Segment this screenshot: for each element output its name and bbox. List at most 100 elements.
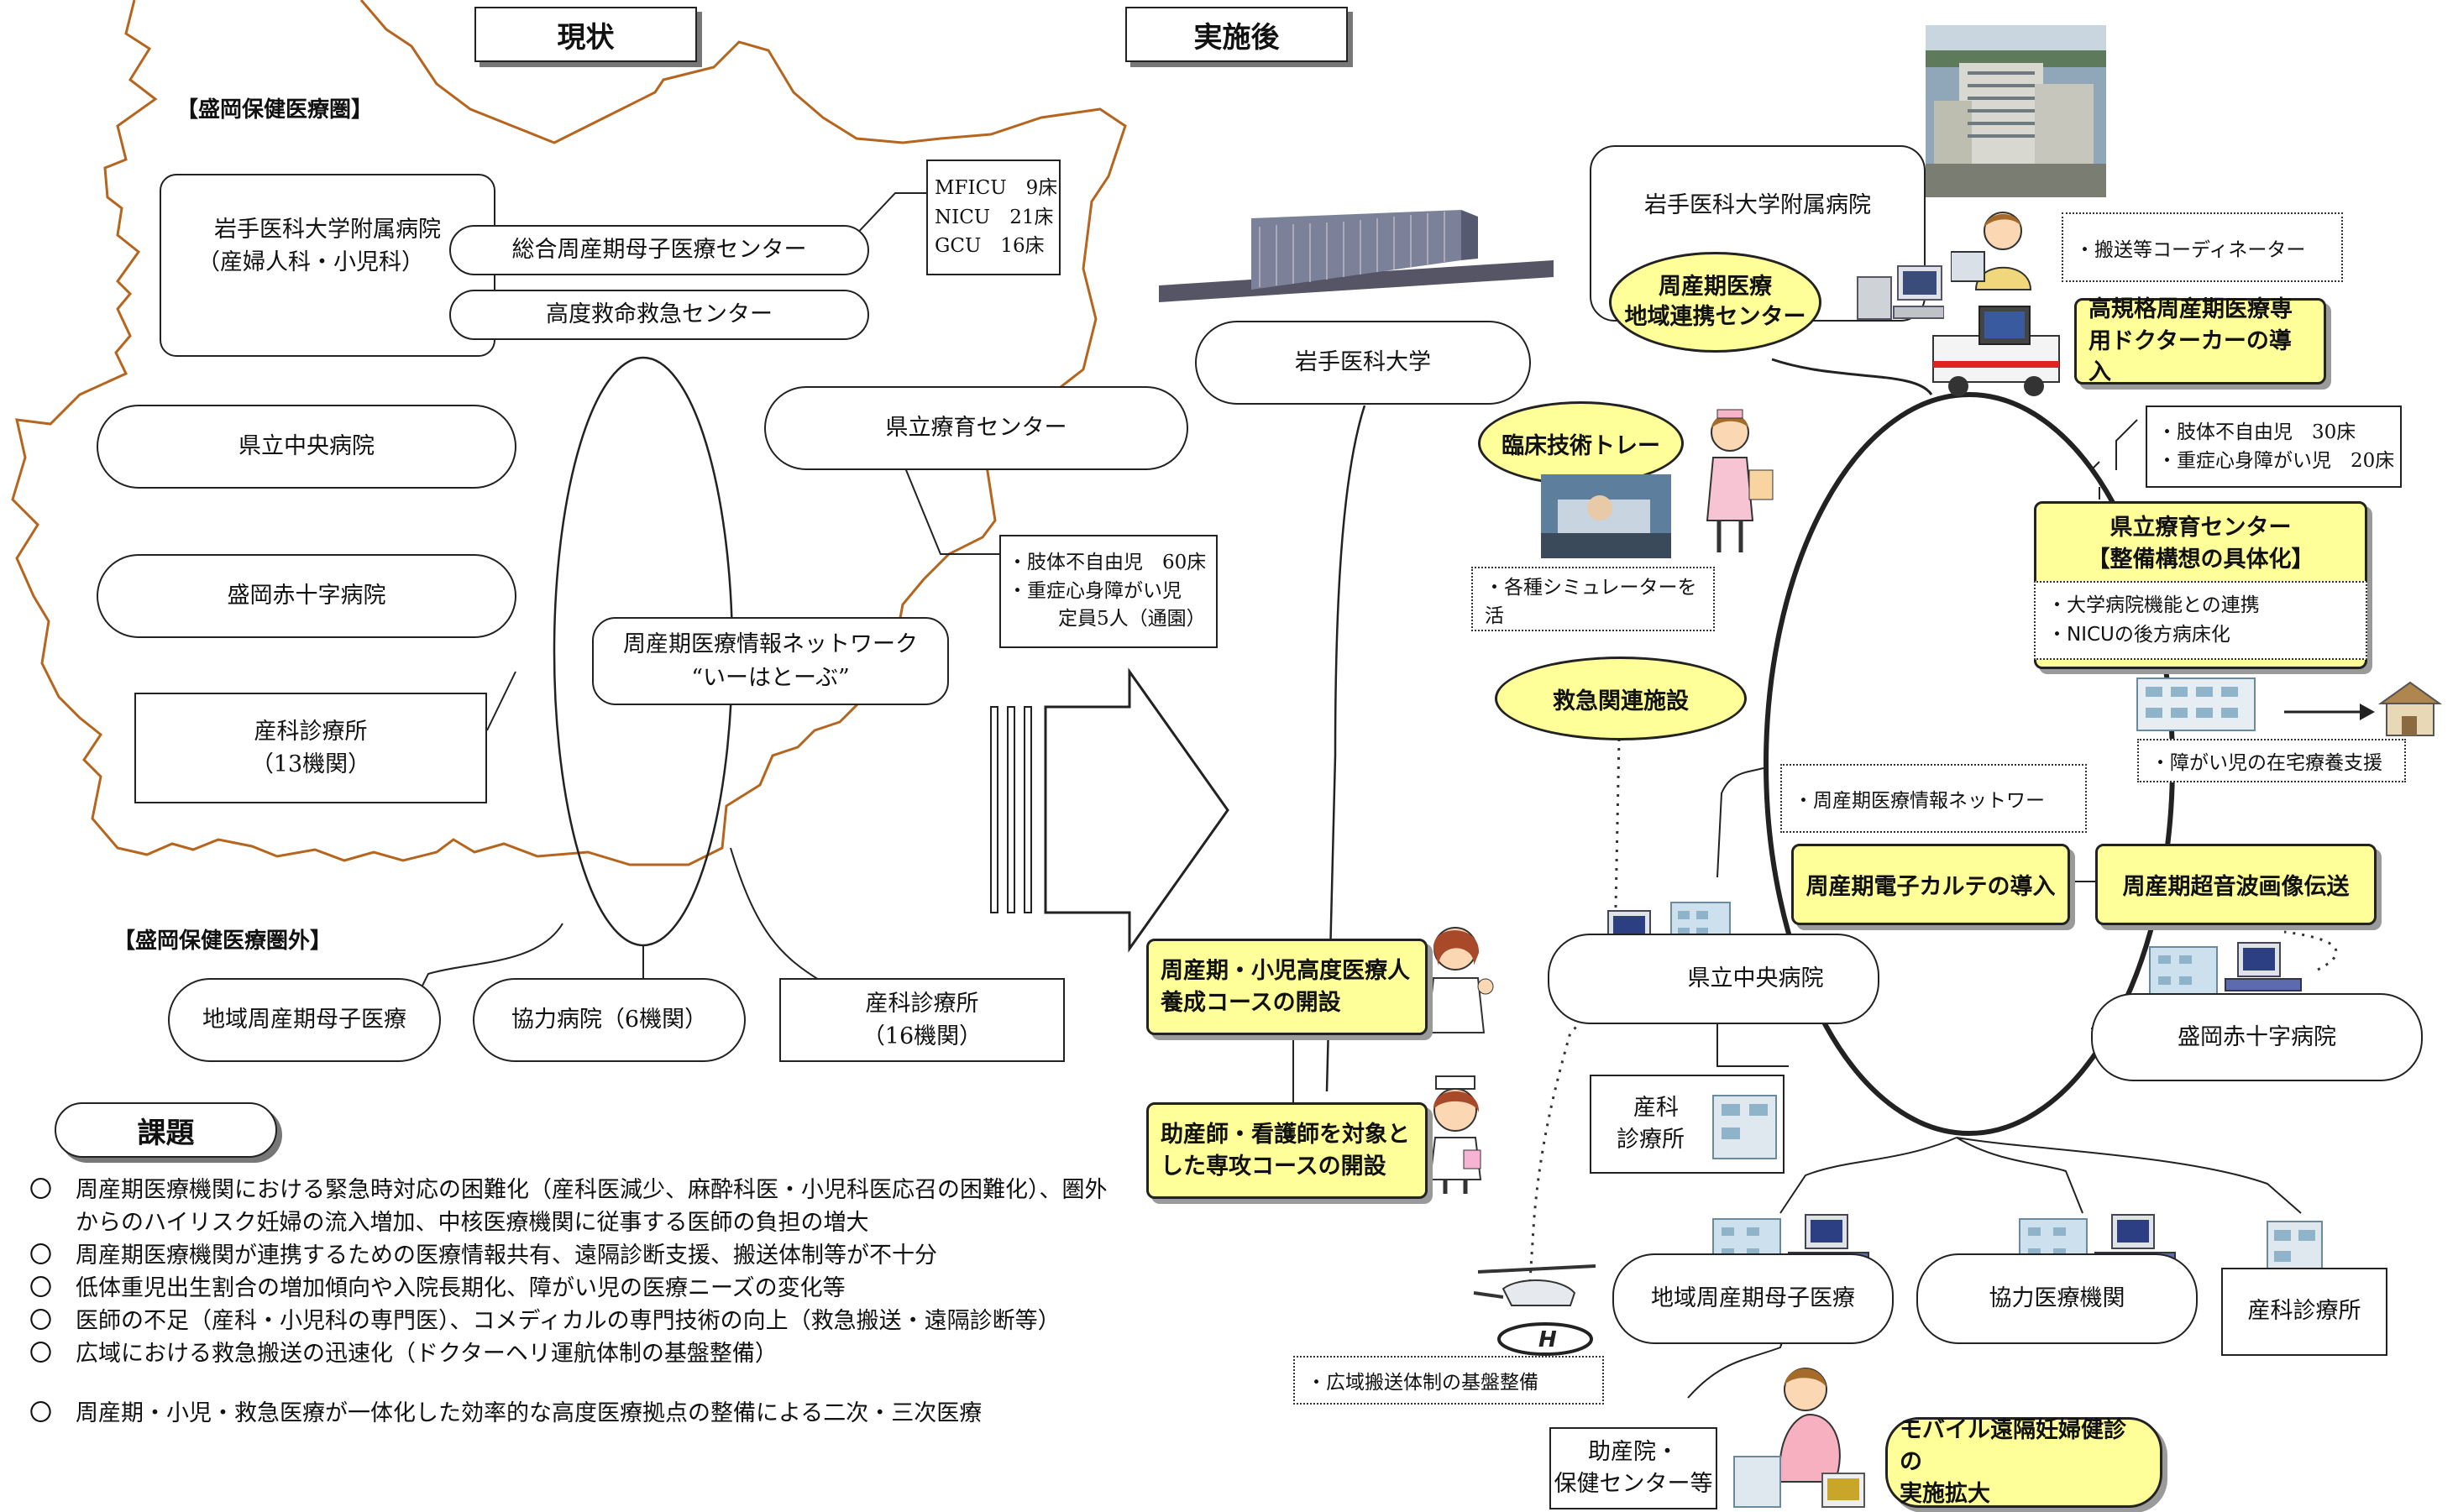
- issue-bullet: 〇: [29, 1275, 52, 1301]
- rehab-center-subtitle: 【整備構想の具体化】: [2087, 546, 2314, 573]
- issue-bullet: 〇: [29, 1341, 52, 1367]
- doctor-car-line1: 高規格周産期医療専: [2089, 296, 2293, 322]
- rehab-item-1: ・大学病院機能との連携: [2047, 594, 2260, 617]
- right-red-cross: 盛岡赤十字病院: [2091, 993, 2423, 1081]
- course2-line1: 助産師・看護師を対象と: [1161, 1121, 1410, 1148]
- right-simulator: ・各種シミュレーターを活: [1471, 567, 1715, 631]
- right-coop-institutions: 協力医療機関: [1916, 1253, 2198, 1344]
- right-rehab-center: 県立療育センター 【整備構想の具体化】 ・大学病院機能との連携 ・NICUの後方…: [2034, 501, 2367, 669]
- issue-bullet: 〇: [29, 1243, 52, 1269]
- university-building-image: [1159, 210, 1554, 302]
- issue-text: 周産期医療機関が連携するための医療情報共有、遠隔診断支援、搬送体制等が不十分: [76, 1243, 937, 1269]
- left-coop-hospitals: 協力病院（6機関）: [473, 978, 746, 1062]
- transition-arrow: [1044, 667, 1229, 953]
- right-liaison-center: 周産期医療 地域連携センター: [1609, 252, 1821, 353]
- rehab-bed-1: ・肢体不自由児 60床: [1008, 552, 1207, 574]
- right-info-network: ・周産期医療情報ネットワー: [1780, 764, 2087, 833]
- left-iwate-hospital: 岩手医科大学附属病院 （産婦人科・小児科）: [160, 174, 495, 357]
- coordinator-person-icon: [1951, 212, 2032, 290]
- right-mobile-checkup: モバイル遠隔妊婦健診の 実施拡大: [1885, 1417, 2162, 1508]
- header-after: 実施後: [1125, 7, 1348, 62]
- right-rehab-bed-1: ・肢体不自由児 30床: [2157, 421, 2356, 443]
- issue-bullet: 〇: [29, 1400, 52, 1426]
- right-prefectural-central: 県立中央病院: [1548, 934, 1879, 1024]
- bed-nicu: NICU 21床: [935, 206, 1054, 228]
- bed-gcu: GCU 16床: [935, 235, 1045, 258]
- left-obgyn-clinic-count: （13機関）: [250, 751, 371, 777]
- nurse-woman-icon: [1428, 1075, 1482, 1194]
- doctor-woman-icon: [1426, 927, 1494, 1033]
- course2-line2: した専攻コースの開設: [1161, 1153, 1386, 1180]
- liaison-center-line1: 周産期医療: [1659, 273, 1772, 300]
- clinic-building-icon: [1712, 1095, 1777, 1159]
- header-issues: 課題: [55, 1102, 277, 1158]
- right-obgyn-clinic2: 産科診療所: [2221, 1268, 2387, 1356]
- right-midwife-center: 助産院・ 保健センター等: [1549, 1427, 1717, 1509]
- issue-text: 周産期・小児・救急医療が一体化した効率的な高度医療拠点の整備による二次・三次医療: [76, 1400, 983, 1426]
- left-obgyn-clinic-out-name: 産科診療所: [865, 990, 979, 1017]
- rc-hospital-icon: [2149, 942, 2302, 1002]
- issue-item: 〇 医師の不足（産科・小児科の専門医）、コメディカルの専門技術の向上（救急搬送・…: [29, 1305, 1121, 1337]
- left-regional-center: 地域周産期母子医療: [168, 978, 441, 1062]
- issue-text: 広域における救急搬送の迅速化（ドクターヘリ運航体制の基盤整備）: [76, 1341, 778, 1367]
- right-regional-center: 地域周産期母子医療: [1612, 1253, 1894, 1344]
- nurse-icon: [1706, 409, 1774, 552]
- hospital-photo: [1926, 25, 2106, 197]
- issue-item: 〇 周産期医療機関における緊急時対応の困難化（産科医減少、麻酔科医・小児科医応召…: [29, 1174, 1121, 1239]
- facility-building-icon: [2136, 678, 2256, 731]
- issues-list: 〇 周産期医療機関における緊急時対応の困難化（産科医減少、麻酔科医・小児科医応召…: [29, 1174, 1121, 1430]
- right-transport: ・広域搬送体制の基盤整備: [1293, 1356, 1604, 1405]
- left-emergency-center: 高度救命救急センター: [449, 290, 869, 340]
- pregnant-woman-icon: [1733, 1368, 1865, 1508]
- issue-item: 〇 周産期・小児・救急医療が一体化した効率的な高度医療拠点の整備による二次・三次…: [29, 1397, 1121, 1430]
- doctor-car-line2: 用ドクターカーの導入: [2089, 327, 2292, 386]
- left-rehab-beds: ・肢体不自由児 60床 ・重症心身障がい児 定員5人（通園）: [999, 535, 1218, 648]
- left-iwate-hospital-dept: （産婦人科・小児科）: [197, 249, 424, 276]
- region-boundary: [11, 0, 1127, 866]
- midwife-line1: 助産院・: [1588, 1439, 1679, 1466]
- liaison-center-line2: 地域連携センター: [1624, 304, 1806, 330]
- issue-item: 〇 広域における救急搬送の迅速化（ドクターヘリ運航体制の基盤整備）: [29, 1337, 1121, 1370]
- right-rehab-beds: ・肢体不自由児 30床 ・重症心身障がい児 20床: [2146, 405, 2402, 488]
- left-obgyn-clinic: 産科診療所 （13機関）: [134, 693, 487, 803]
- home-icon: [2377, 681, 2443, 736]
- left-prefectural-central: 県立中央病院: [97, 405, 516, 489]
- rehab-bed-3: 定員5人（通園）: [1058, 608, 1206, 630]
- right-home-support: ・障がい児の在宅療養支援: [2137, 739, 2406, 782]
- left-network-nickname: “いーはとーぶ”: [691, 664, 850, 691]
- helicopter-icon: H: [1473, 1264, 1596, 1356]
- rehab-bed-2: ・重症心身障がい児: [1008, 579, 1182, 602]
- issue-text: 医師の不足（産科・小児科の専門医）、コメディカルの専門技術の向上（救急搬送・遠隔…: [76, 1308, 1061, 1334]
- header-current: 現状: [474, 7, 697, 62]
- midwife-line2: 保健センター等: [1554, 1471, 1713, 1497]
- left-obgyn-clinic-out: 産科診療所 （16機関）: [779, 978, 1065, 1062]
- right-course2: 助産師・看護師を対象と した専攻コースの開設: [1146, 1102, 1428, 1199]
- left-red-cross: 盛岡赤十字病院: [97, 554, 516, 638]
- computer-icon: [1857, 265, 1944, 320]
- rehab-item-2: ・NICUの後方病床化: [2047, 623, 2230, 646]
- mobile-checkup-line1: モバイル遠隔妊婦健診の: [1900, 1417, 2126, 1476]
- left-bed-list: MFICU 9床 NICU 21床 GCU 16床: [926, 160, 1061, 275]
- issue-bullet: 〇: [29, 1177, 52, 1203]
- mobile-checkup-line2: 実施拡大: [1900, 1480, 1990, 1507]
- course1-line2: 養成コースの開設: [1161, 989, 1341, 1016]
- right-rehab-bed-2: ・重症心身障がい児 20床: [2157, 450, 2395, 472]
- issue-item: 〇 低体重児出生割合の増加傾向や入院長期化、障がい児の医療ニーズの変化等: [29, 1272, 1121, 1305]
- right-obgyn-clinic-line1: 産科: [1633, 1095, 1679, 1122]
- right-doctor-car: 高規格周産期医療専 用ドクターカーの導入: [2074, 296, 2326, 385]
- rehab-center-items: ・大学病院機能との連携 ・NICUの後方病床化: [2034, 580, 2367, 660]
- zone-in-label: 【盛岡保健医療圏】: [176, 97, 374, 123]
- left-rehab-center: 県立療育センター: [764, 386, 1188, 470]
- right-obgyn-clinic-line2: 診療所: [1617, 1127, 1685, 1153]
- issue-text: 周産期医療機関における緊急時対応の困難化（産科医減少、麻酔科医・小児科医応召の困…: [76, 1177, 1108, 1236]
- right-clinical-training: 臨床技術トレー: [1478, 401, 1684, 485]
- left-network-name: 周産期医療情報ネットワーク: [623, 631, 918, 658]
- issue-text: 低体重児出生割合の増加傾向や入院長期化、障がい児の医療ニーズの変化等: [76, 1275, 846, 1301]
- right-coordinator: ・搬送等コーディネーター: [2062, 212, 2343, 282]
- left-obgyn-clinic-out-count: （16機関）: [862, 1023, 983, 1049]
- right-university: 岩手医科大学: [1195, 321, 1531, 405]
- left-obgyn-clinic-name: 産科診療所: [254, 718, 368, 745]
- right-course1: 周産期・小児高度医療人 養成コースの開設: [1146, 939, 1428, 1035]
- left-network: 周産期医療情報ネットワーク “いーはとーぶ”: [592, 617, 949, 705]
- issue-item: 〇 周産期医療機関が連携するための医療情報共有、遠隔診断支援、搬送体制等が不十分: [29, 1239, 1121, 1272]
